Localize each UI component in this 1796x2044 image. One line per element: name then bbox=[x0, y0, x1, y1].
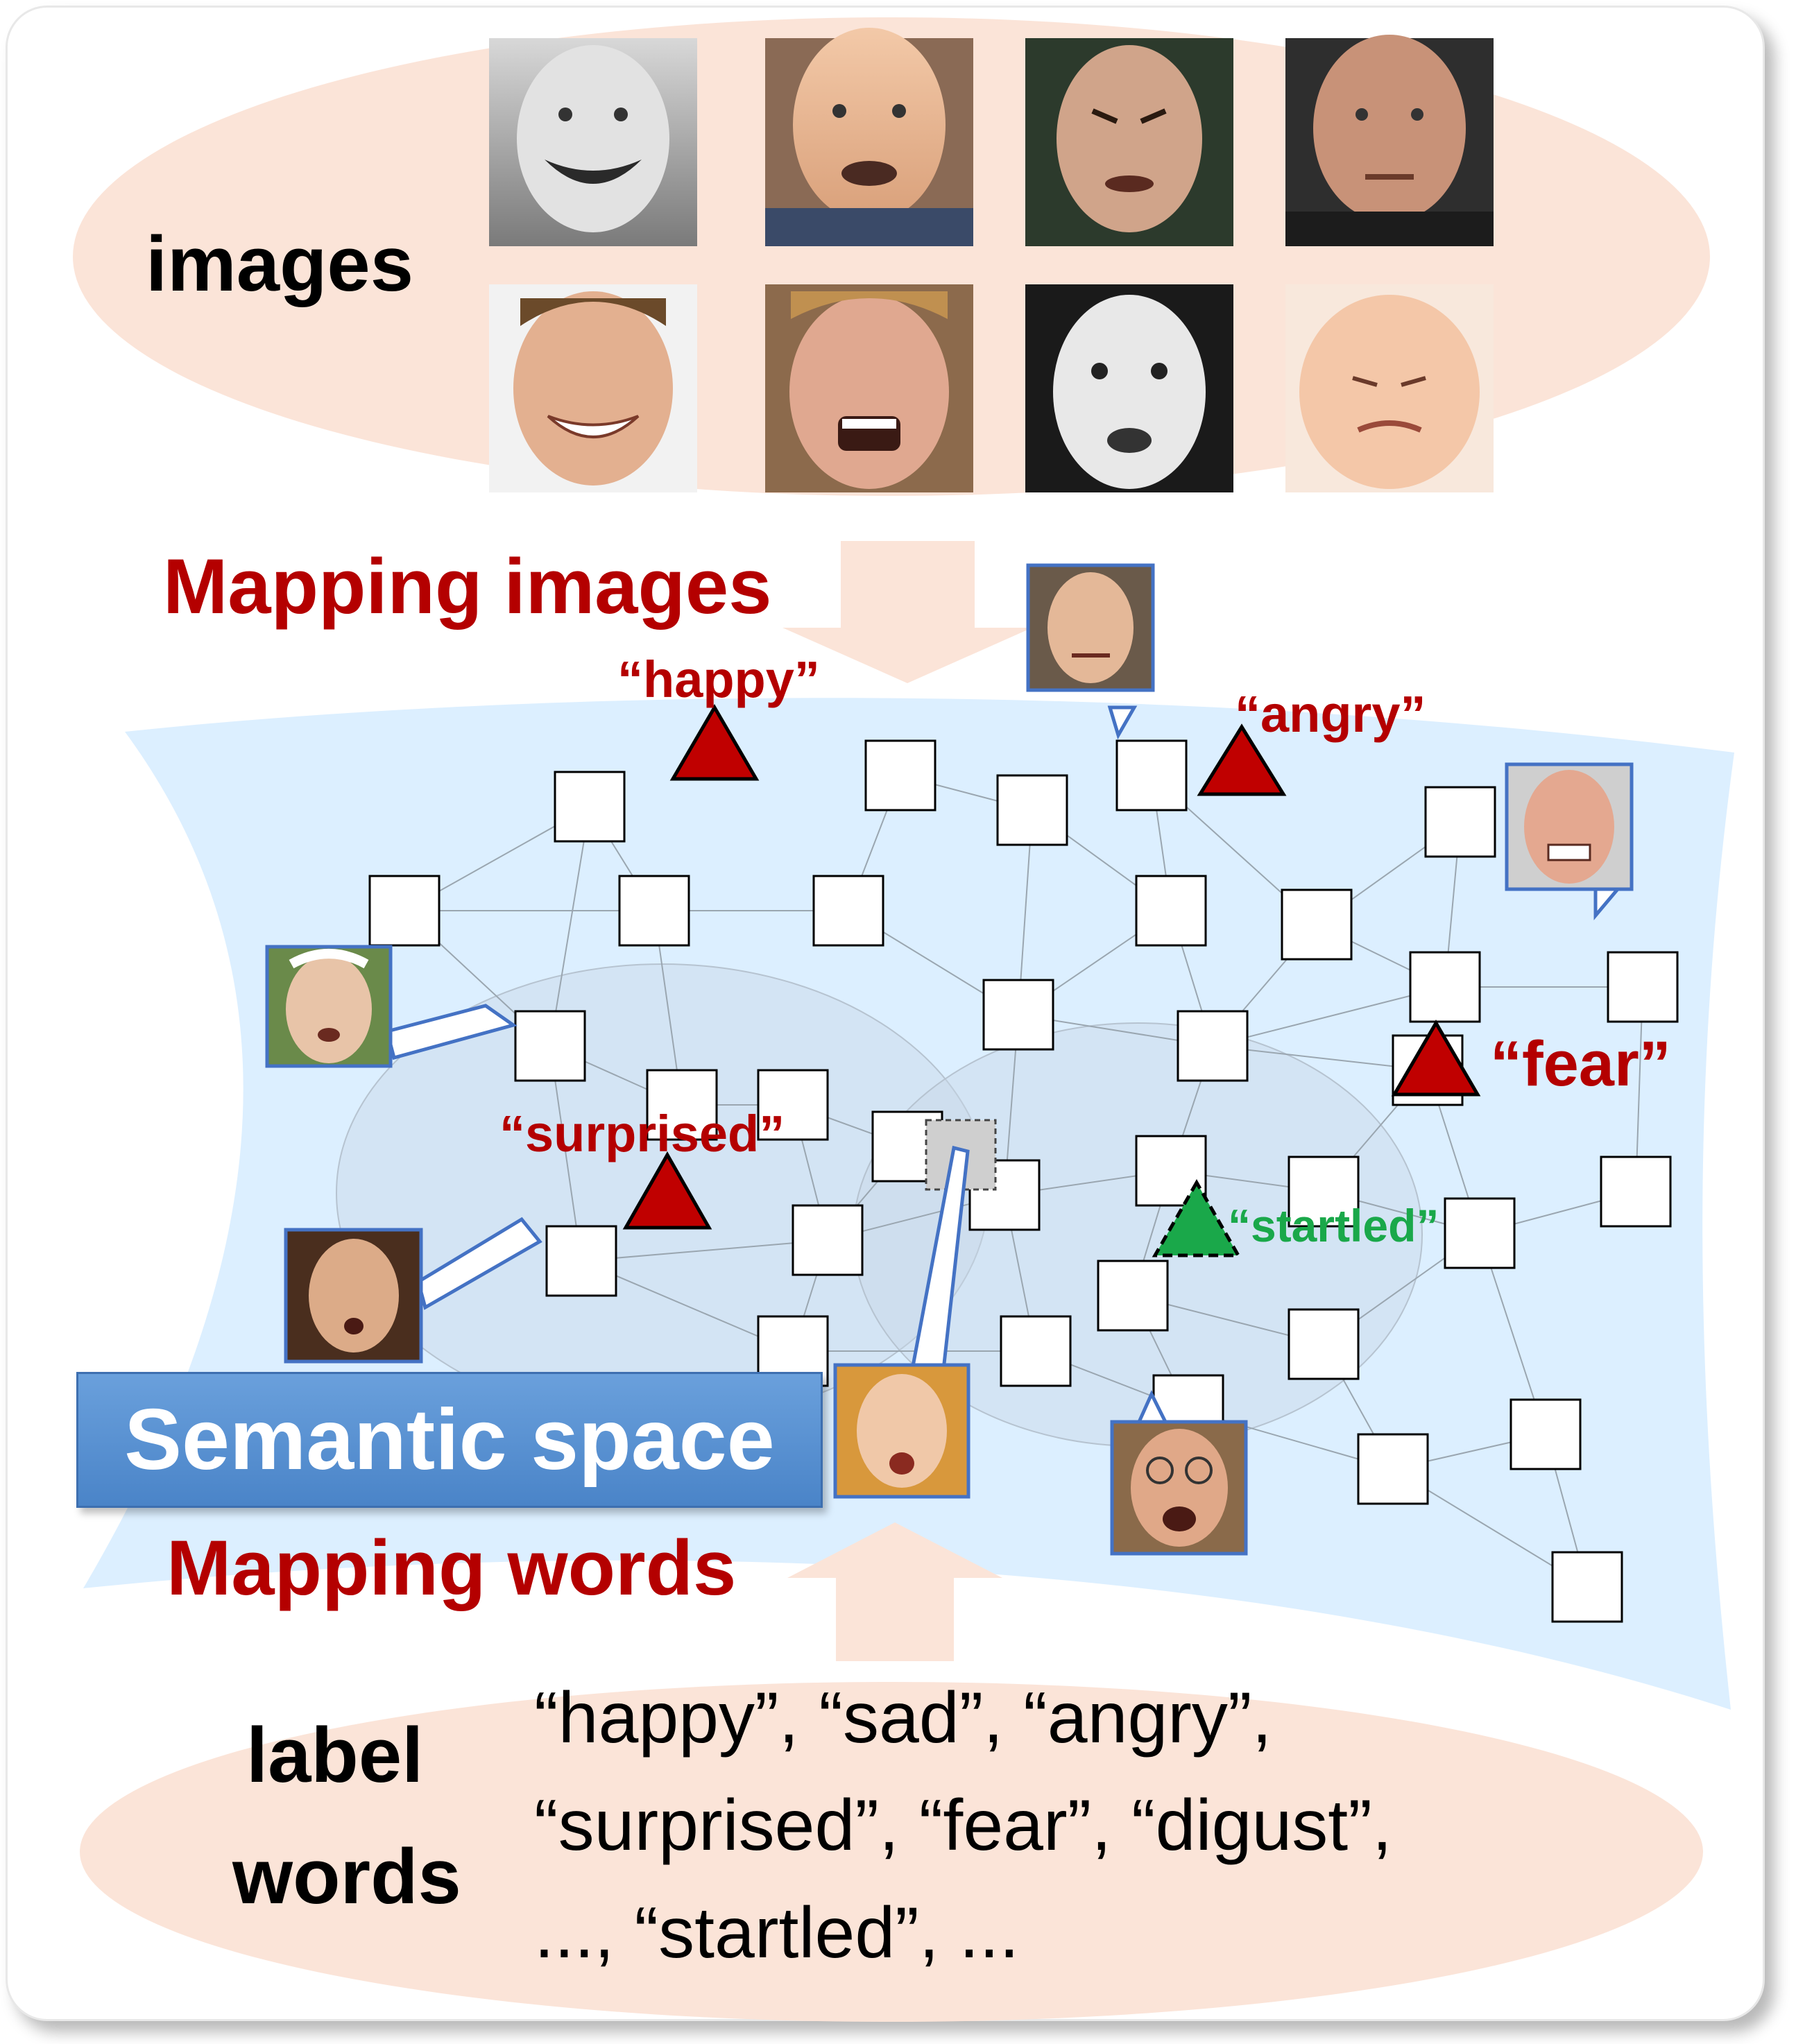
face-grimacing-man bbox=[1505, 762, 1634, 891]
graph-node bbox=[1177, 1010, 1249, 1082]
anchor-startled-triangle bbox=[1152, 1178, 1242, 1257]
anchor-happy-triangle bbox=[669, 704, 760, 781]
graph-node bbox=[646, 1069, 718, 1141]
label-words-line-1: “happy”, “sad”, “angry”, bbox=[534, 1678, 1272, 1758]
face-angry-man bbox=[1025, 38, 1233, 246]
graph-edge bbox=[1212, 986, 1446, 1047]
graph-node bbox=[864, 739, 937, 811]
label-words-title-line2: words bbox=[232, 1833, 461, 1920]
face-thumbnails-space bbox=[265, 563, 1634, 1556]
mapping-images-label: Mapping images bbox=[163, 543, 772, 630]
graph-node bbox=[1097, 1260, 1169, 1332]
graph-node bbox=[996, 774, 1068, 846]
graph-node bbox=[618, 875, 690, 947]
face-thumbnails-top bbox=[489, 28, 1494, 492]
anchor-label-fear: “fear” bbox=[1490, 1029, 1671, 1099]
graph-node bbox=[1444, 1197, 1516, 1269]
graph-node bbox=[368, 875, 441, 947]
graph-node bbox=[1357, 1433, 1429, 1505]
label-words-line-3: ..., “startled”, ... bbox=[534, 1893, 1020, 1973]
semantic-space-label: Semantic space bbox=[124, 1392, 775, 1488]
label-words-ellipse bbox=[80, 1682, 1703, 2022]
emotion-anchors bbox=[622, 704, 1481, 1257]
face-shouting-young-man bbox=[765, 284, 973, 492]
graph-node bbox=[1510, 1398, 1582, 1470]
face-surprised-girl bbox=[284, 1228, 423, 1364]
graph-node bbox=[757, 1069, 829, 1141]
face-shocked-woman bbox=[833, 1363, 970, 1499]
graph-node bbox=[1551, 1551, 1623, 1623]
face-surprised-old-woman bbox=[265, 945, 393, 1068]
semantic-space-box: Semantic space bbox=[76, 1372, 823, 1508]
anchor-angry-triangle bbox=[1197, 723, 1287, 796]
face-smiling-young-man bbox=[489, 284, 697, 492]
graph-node bbox=[1281, 888, 1353, 961]
graph-node bbox=[514, 1010, 586, 1082]
graph-node bbox=[1424, 786, 1496, 858]
anchor-label-happy: “happy” bbox=[617, 651, 820, 708]
anchor-label-startled: “startled” bbox=[1228, 1200, 1439, 1251]
graph-node bbox=[792, 1204, 864, 1276]
label-words-line-2: “surprised”, “fear”, “digust”, bbox=[534, 1785, 1392, 1866]
graph-node bbox=[1288, 1308, 1360, 1380]
anchor-fear-triangle bbox=[1391, 1020, 1481, 1097]
face-laughing-boy bbox=[489, 38, 697, 246]
graph-node bbox=[545, 1225, 617, 1297]
graph-node bbox=[1288, 1156, 1360, 1228]
anchor-surprised-triangle bbox=[622, 1151, 712, 1230]
graph-node bbox=[1000, 1315, 1072, 1387]
mapping-words-arrow bbox=[787, 1522, 1002, 1661]
graph-edge bbox=[549, 806, 590, 1047]
graph-node bbox=[1409, 951, 1481, 1023]
anchor-label-surprised: “surprised” bbox=[499, 1105, 785, 1162]
graph-edge bbox=[1212, 1045, 1428, 1071]
graph-node bbox=[554, 771, 626, 843]
face-stern-man bbox=[1285, 35, 1494, 246]
graph-node bbox=[1115, 739, 1188, 811]
graph-edge bbox=[549, 1045, 582, 1262]
graph-node bbox=[1607, 951, 1679, 1023]
label-words-title-line1: label bbox=[246, 1712, 424, 1798]
graph-node bbox=[1135, 875, 1207, 947]
mapping-images-arrow bbox=[782, 541, 1032, 683]
face-scared-man bbox=[765, 28, 973, 246]
face-crying-baby bbox=[1285, 284, 1494, 492]
face-surprised-woman bbox=[1025, 284, 1233, 492]
images-label: images bbox=[146, 221, 413, 307]
graph-edge bbox=[581, 1239, 828, 1262]
face-shocked-man-glasses bbox=[1110, 1420, 1248, 1556]
graph-node bbox=[812, 875, 884, 947]
graph-node bbox=[1600, 1156, 1672, 1228]
mapping-words-label: Mapping words bbox=[166, 1525, 737, 1611]
face-disgusted-girl bbox=[1026, 563, 1155, 692]
anchor-label-angry: “angry” bbox=[1235, 685, 1426, 743]
graph-node bbox=[982, 979, 1054, 1051]
